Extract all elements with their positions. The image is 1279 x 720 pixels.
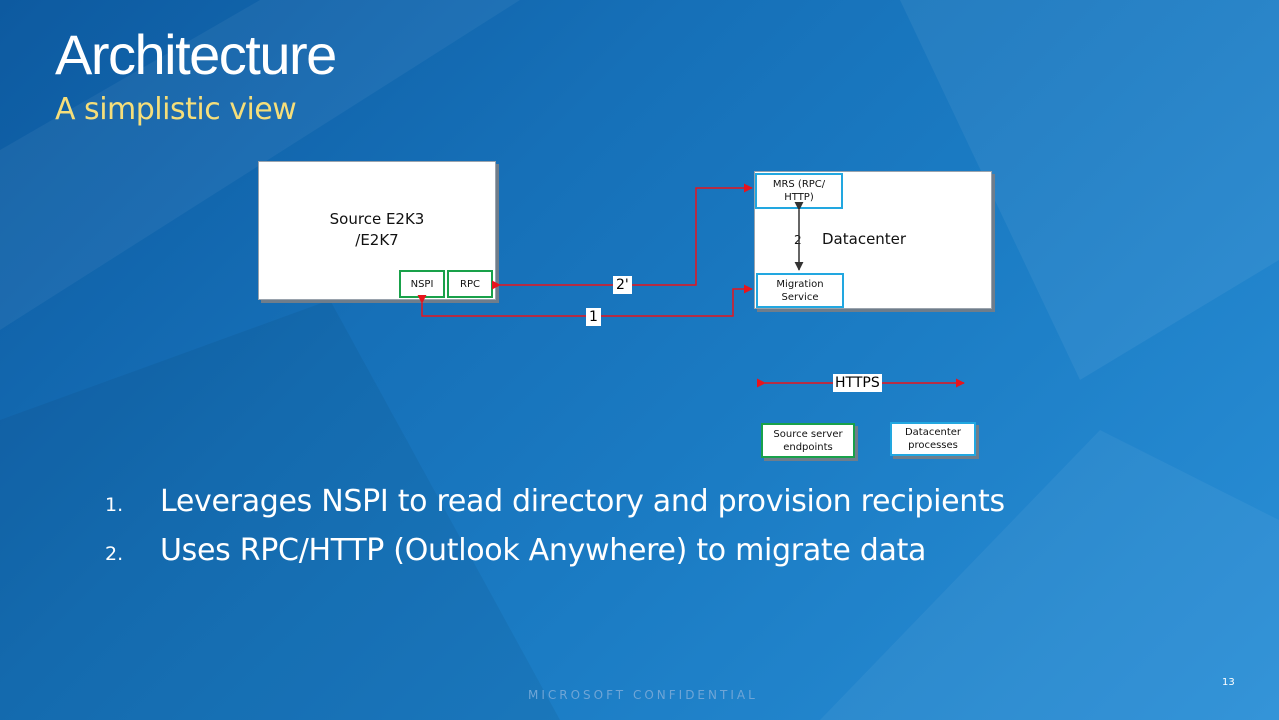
mrs-box: MRS (RPC/ HTTP) xyxy=(755,173,843,209)
legend-source-endpoints: Source server endpoints xyxy=(761,423,855,458)
legend-datacenter-processes: Datacenter processes xyxy=(890,422,976,456)
source-server-label-text: Source E2K3 /E2K7 xyxy=(329,210,425,249)
migration-service-box: Migration Service xyxy=(756,273,844,308)
legend-datacenter-label: Datacenter processes xyxy=(904,427,962,451)
connector-1-label: 1 xyxy=(586,308,601,326)
connector-2prime-label: 2' xyxy=(613,276,632,294)
https-label: HTTPS xyxy=(833,374,882,392)
bullet-list: 1. Leverages NSPI to read directory and … xyxy=(105,484,1005,582)
rpc-label: RPC xyxy=(460,278,480,290)
bullet-text: Leverages NSPI to read directory and pro… xyxy=(160,484,1005,519)
nspi-endpoint-box: NSPI xyxy=(399,270,445,298)
rpc-endpoint-box: RPC xyxy=(447,270,493,298)
datacenter-panel: MRS (RPC/ HTTP) 2 Datacenter Migration S… xyxy=(754,171,992,309)
mrs-label: MRS (RPC/ HTTP) xyxy=(772,179,826,203)
confidential-footer: MICROSOFT CONFIDENTIAL xyxy=(528,688,758,702)
bullet-number: 1. xyxy=(105,494,124,516)
step-2-label: 2 xyxy=(794,233,802,247)
bullet-text: Uses RPC/HTTP (Outlook Anywhere) to migr… xyxy=(160,533,927,568)
bullet-number: 2. xyxy=(105,543,124,565)
datacenter-label: Datacenter xyxy=(822,230,907,248)
page-number: 13 xyxy=(1222,677,1235,688)
bullet-item: 1. Leverages NSPI to read directory and … xyxy=(105,484,1005,533)
connector-2prime-line xyxy=(491,183,753,290)
source-server-label: Source E2K3 /E2K7 xyxy=(259,209,495,251)
legend-source-label: Source server endpoints xyxy=(773,428,843,453)
nspi-label: NSPI xyxy=(410,278,434,290)
source-server-panel: Source E2K3 /E2K7 NSPI RPC xyxy=(258,161,496,300)
bullet-item: 2. Uses RPC/HTTP (Outlook Anywhere) to m… xyxy=(105,533,1005,582)
migration-service-label: Migration Service xyxy=(776,278,824,303)
slide-subtitle: A simplistic view xyxy=(55,92,297,127)
slide-title: Architecture xyxy=(55,23,337,86)
